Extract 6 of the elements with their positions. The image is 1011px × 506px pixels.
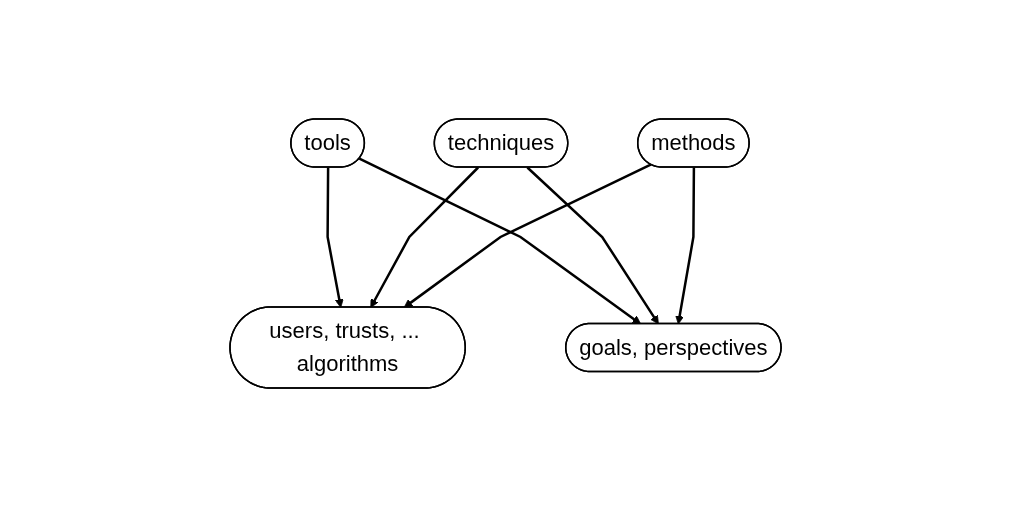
arrow [526,166,659,324]
arrow [403,162,652,308]
arrow [675,167,696,324]
arrow [326,167,344,308]
arrow [358,157,642,324]
arrow [370,166,479,308]
